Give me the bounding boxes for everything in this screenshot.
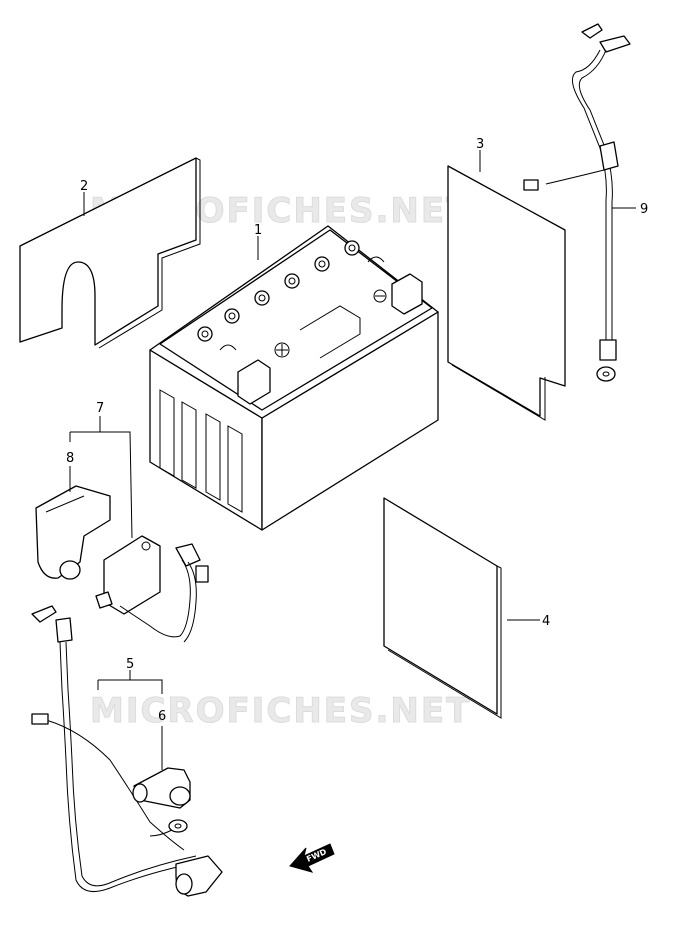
callout-1: 1 [254,223,262,238]
watermark-bottom: MICROFICHES.NET [90,691,471,731]
fwd-arrow: FWD [289,843,335,873]
callout-9: 9 [640,202,648,217]
part-9-cable[interactable] [523,23,631,382]
callout-4: 4 [542,614,550,629]
callout-8: 8 [66,451,74,466]
callout-2: 2 [80,179,88,194]
part-5-harness[interactable] [31,605,223,897]
leader-7 [69,416,133,539]
callout-5: 5 [126,657,134,672]
callout-3: 3 [476,137,484,152]
part-8-cover[interactable] [35,485,111,580]
part-4-pad[interactable] [383,497,502,719]
callout-7: 7 [96,401,104,416]
part-3-pad[interactable] [447,165,566,421]
part-2-pad[interactable] [19,157,201,349]
leader-5 [97,670,163,694]
callout-6: 6 [158,709,166,724]
part-1-battery[interactable] [149,225,439,531]
part-7-relay[interactable] [95,535,209,643]
part-6-cap[interactable] [132,767,191,809]
